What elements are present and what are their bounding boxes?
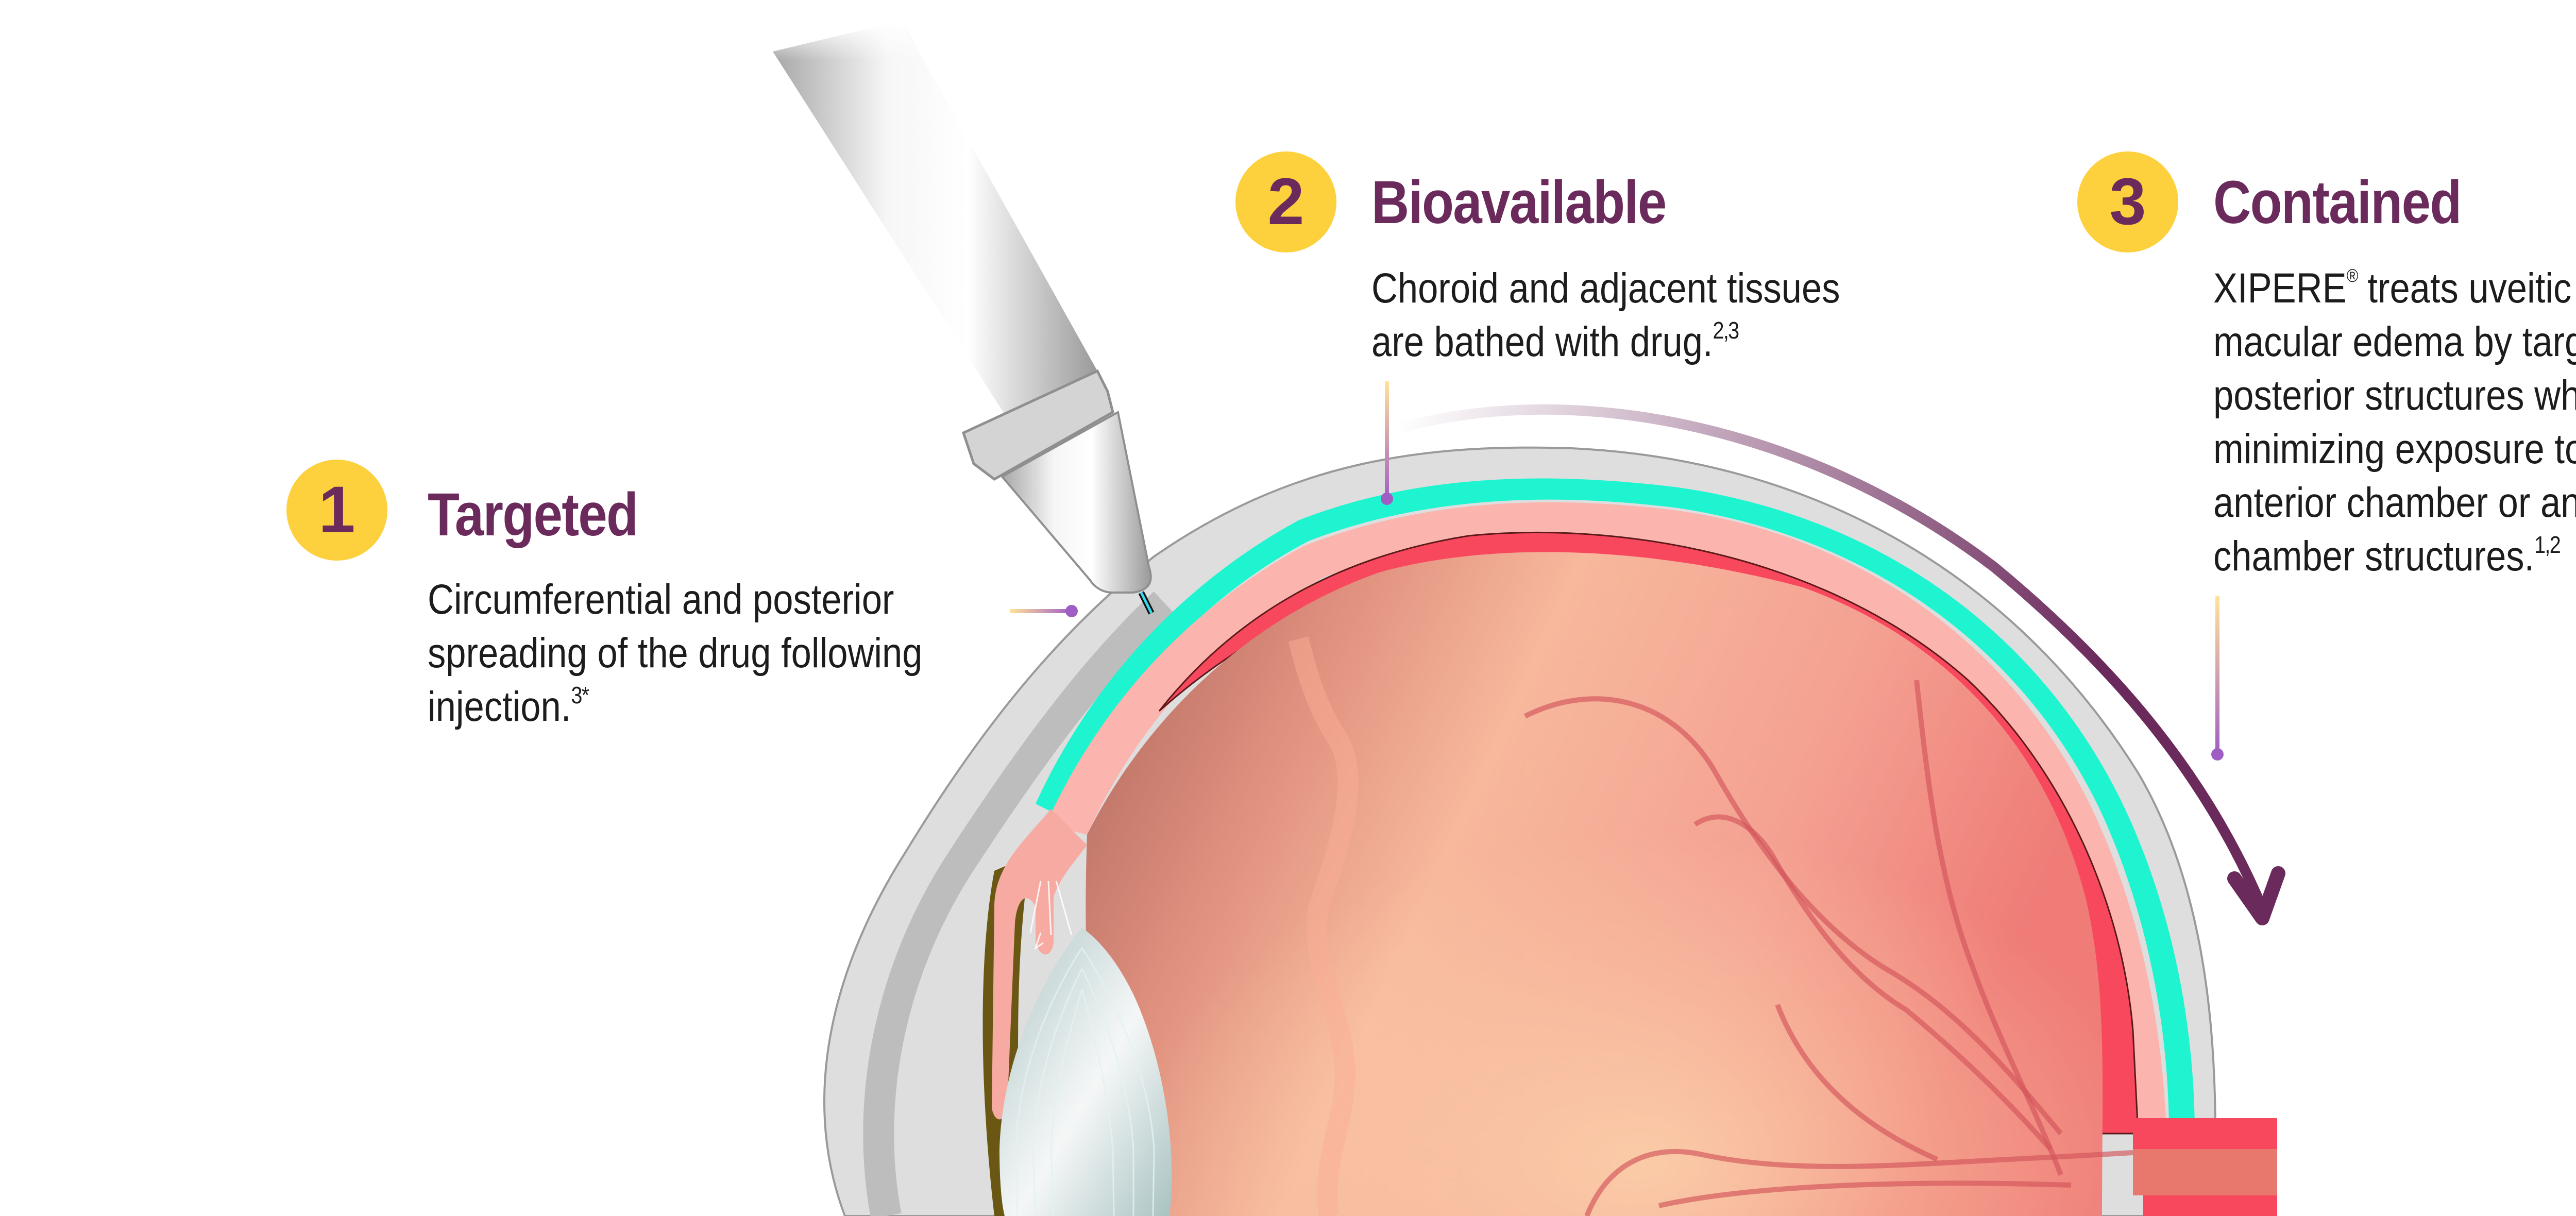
ciliary-body (992, 809, 1087, 1120)
step-title: Contained (2213, 168, 2462, 237)
reference-superscript: 1,2 (2534, 531, 2561, 558)
callout-connector-1 (1010, 605, 1078, 617)
description-line: anterior chamber or anterior (2213, 479, 2576, 526)
step-description: Circumferential and posterior spreading … (428, 573, 922, 734)
callout-connector-3 (2211, 596, 2224, 761)
description-line: posterior structures while (2213, 372, 2576, 419)
description-line: minimizing exposure to the (2213, 426, 2576, 472)
step-description: XIPERE® treats uveitic macular edema by … (2213, 262, 2576, 583)
description-line: Choroid and adjacent tissues (1371, 265, 1840, 312)
step-title: Targeted (428, 481, 638, 549)
step-description: Choroid and adjacent tissues are bathed … (1371, 262, 1840, 369)
blood-vessels (1523, 680, 2190, 1216)
callout-connector-2 (1381, 381, 1393, 505)
step-title: Bioavailable (1371, 168, 1667, 237)
reference-superscript: 3* (571, 682, 589, 708)
step-number: 3 (2109, 165, 2146, 239)
registered-mark: ® (2346, 265, 2359, 286)
step-number: 1 (318, 473, 355, 547)
reference-superscript: 2,3 (1713, 317, 1740, 344)
step-number-badge: 1 (286, 460, 387, 561)
step-number-badge: 3 (2077, 151, 2178, 252)
lens (999, 927, 1172, 1216)
description-line: chamber structures. (2213, 533, 2535, 580)
description-line: injection. (428, 683, 571, 730)
description-line: treats uveitic (2357, 265, 2572, 312)
flow-arrow-icon (1396, 404, 2285, 925)
optic-nerve-sheath-top (2133, 1118, 2277, 1149)
injector (773, 21, 1155, 615)
step-number-badge: 2 (1235, 151, 1336, 252)
description-line: spreading of the drug following (428, 630, 923, 677)
optic-nerve (2133, 1149, 2277, 1195)
brand-name: XIPERE (2213, 265, 2347, 312)
description-line: Circumferential and posterior (428, 576, 894, 623)
description-line: are bathed with drug. (1371, 318, 1713, 365)
step-number: 2 (1267, 165, 1304, 239)
description-line: macular edema by targeting (2213, 318, 2576, 365)
